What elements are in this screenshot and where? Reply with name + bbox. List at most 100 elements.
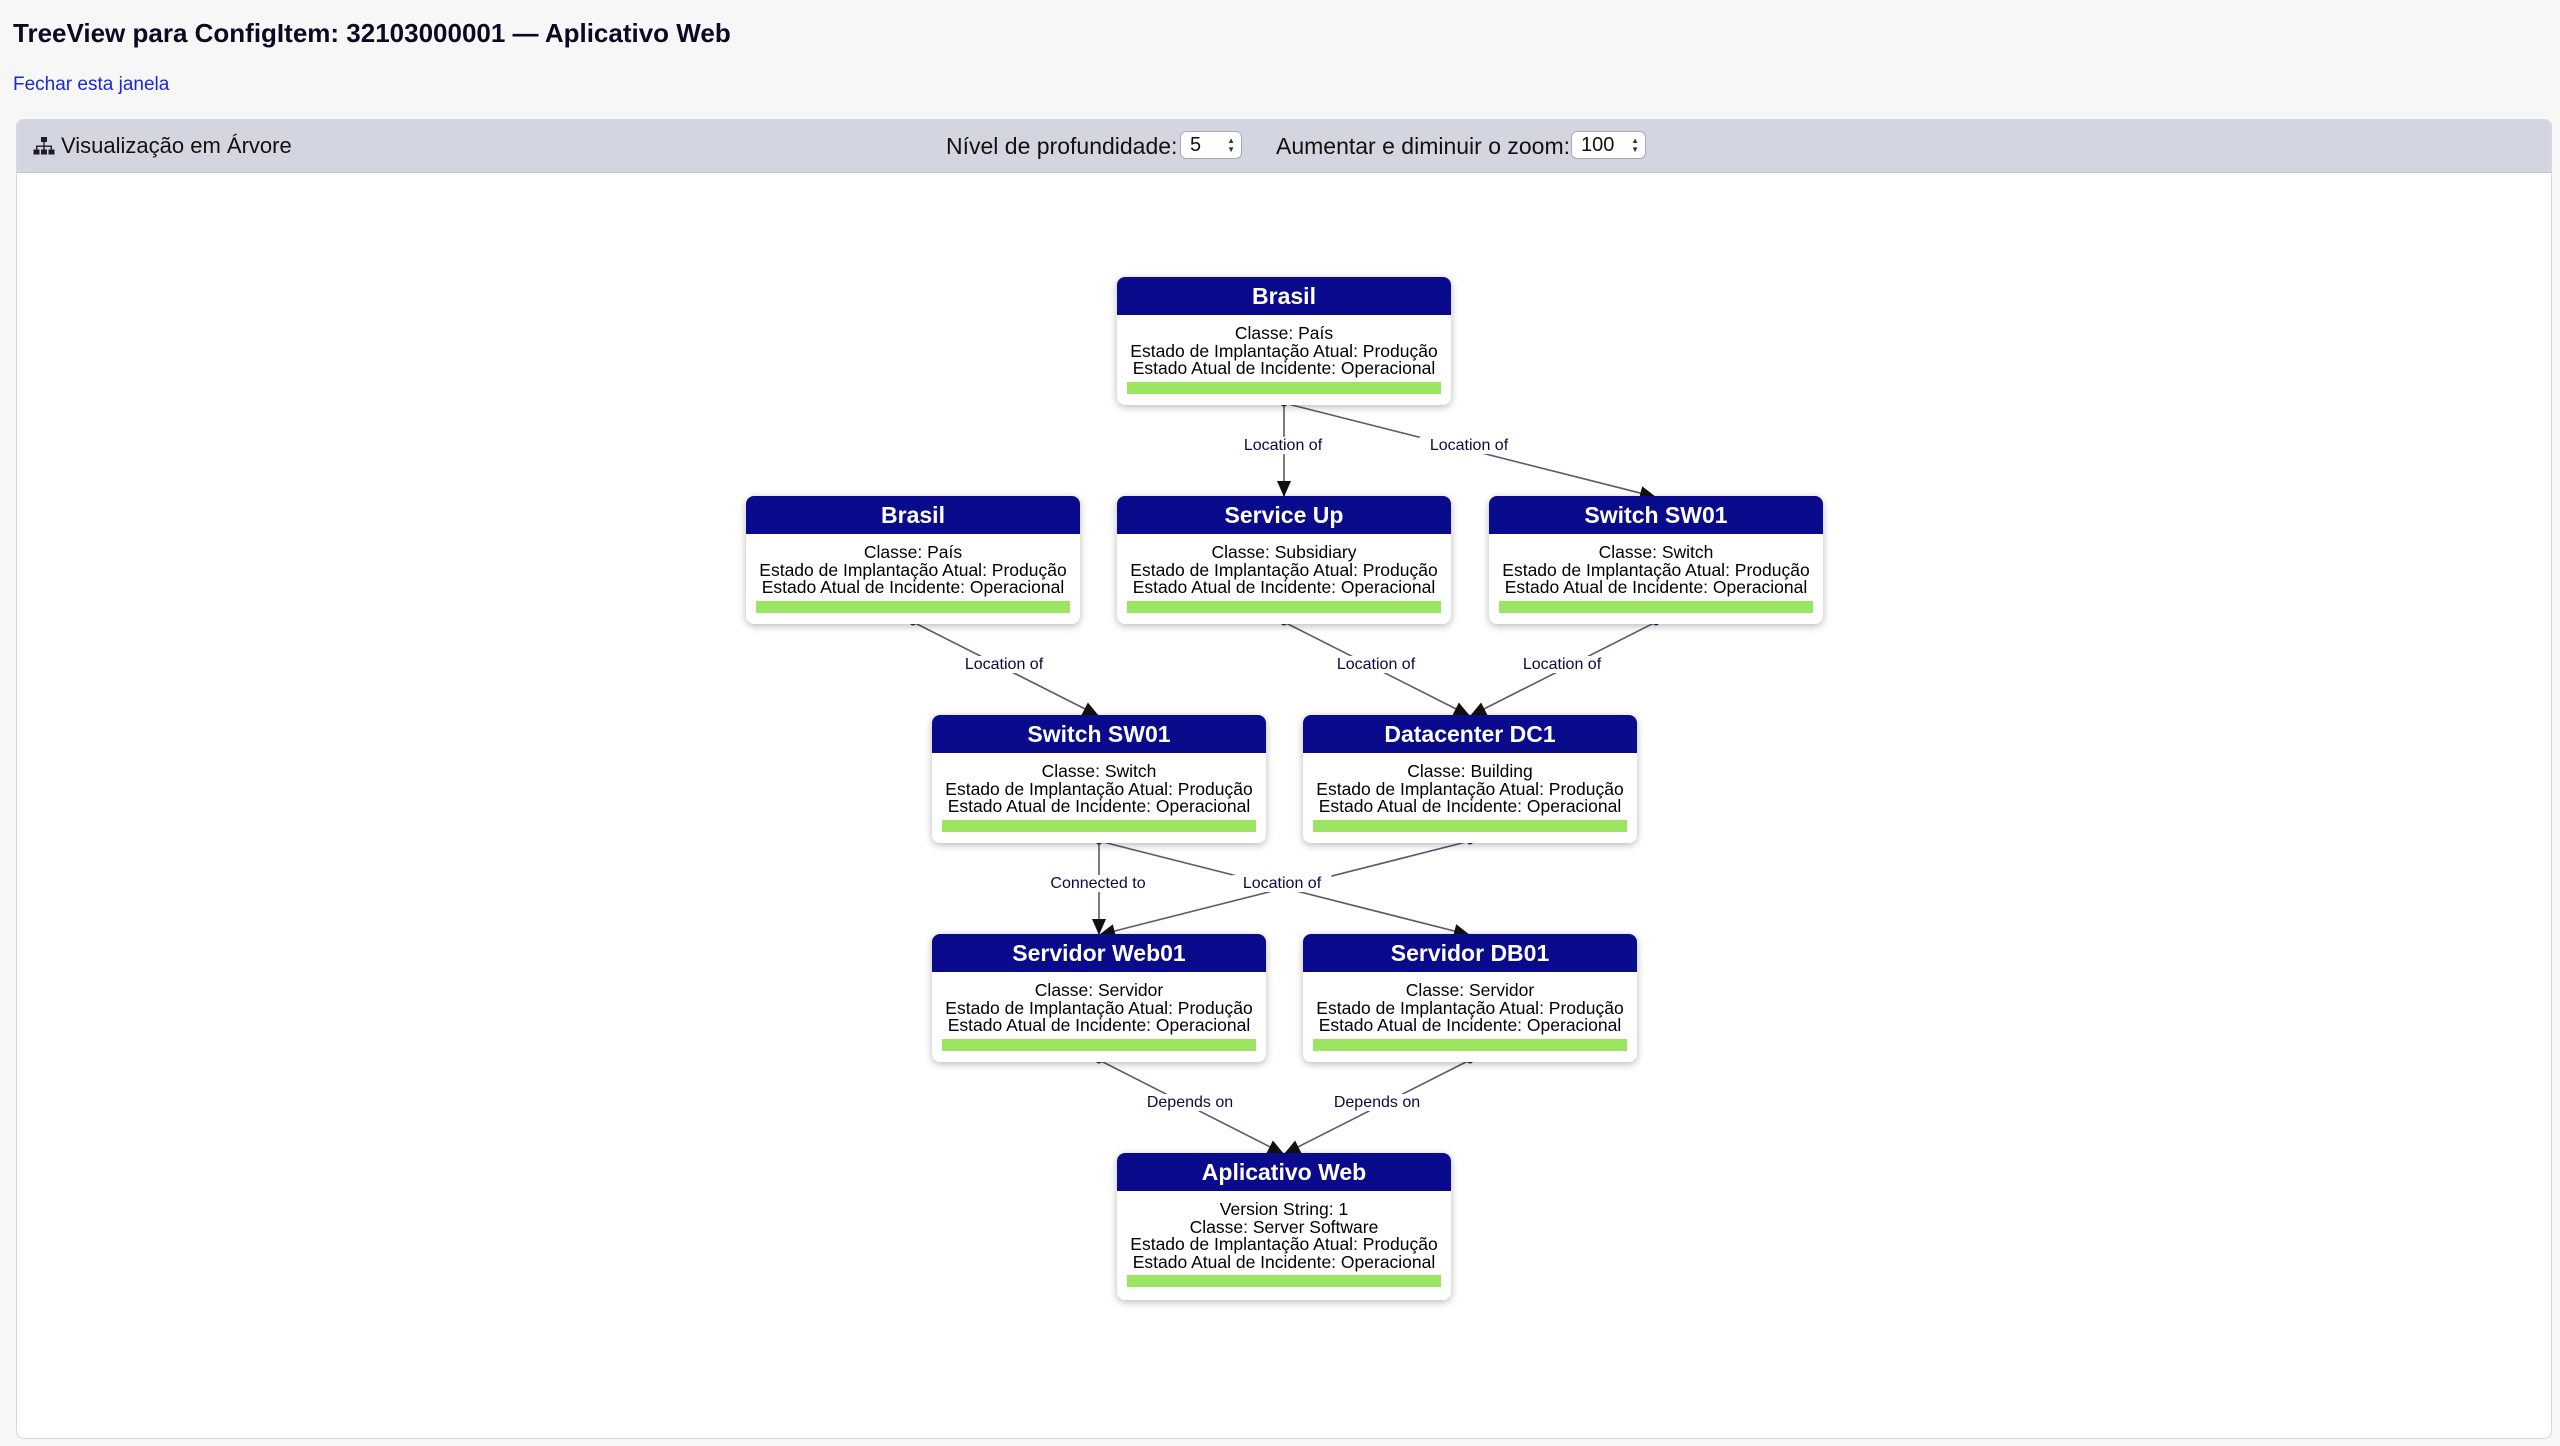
depth-label: Nível de profundidade: xyxy=(946,133,1178,159)
zoom-spinner[interactable]: 100 ▲▼ xyxy=(1571,131,1646,159)
ci-node-attribute: Estado Atual de Incidente: Operacional xyxy=(1504,577,1808,597)
edge-label-background xyxy=(1512,656,1612,673)
ci-node-attribute: Estado de Implantação Atual: Produção xyxy=(1316,997,1624,1018)
ci-node-title[interactable]: Service Up xyxy=(1117,496,1451,534)
incident-status-bar xyxy=(1313,1038,1627,1051)
ci-node-attribute: Classe: Switch xyxy=(1598,542,1714,562)
edge-arrowhead-icon xyxy=(1266,1140,1284,1154)
ci-node-attribute: Estado Atual de Incidente: Operacional xyxy=(1132,577,1436,597)
ci-node-attribute: Classe: Building xyxy=(1407,761,1533,781)
ci-node-attribute: Classe: Subsidiary xyxy=(1211,542,1357,562)
page-title: TreeView para ConfigItem: 32103000001 — … xyxy=(13,18,731,48)
ci-node-title[interactable]: Brasil xyxy=(1117,277,1451,315)
ci-node-attribute: Classe: Servidor xyxy=(1034,980,1164,1000)
edge-label-background xyxy=(1145,1094,1235,1111)
ci-node-attribute: Estado Atual de Incidente: Operacional xyxy=(1318,1015,1622,1035)
sitemap-icon xyxy=(33,137,55,155)
ci-node-attribute: Estado de Implantação Atual: Produção xyxy=(1316,778,1624,799)
zoom-label: Aumentar e diminuir o zoom: xyxy=(1276,133,1571,159)
ci-node-attribute: Estado Atual de Incidente: Operacional xyxy=(1132,358,1436,378)
edge-label: Connected to xyxy=(1050,875,1145,892)
ci-node-attribute: Estado Atual de Incidente: Operacional xyxy=(947,796,1251,816)
edge-label: Location of xyxy=(1337,656,1416,673)
ci-node-attribute: Estado de Implantação Atual: Produção xyxy=(945,778,1253,799)
incident-status-bar xyxy=(942,1038,1256,1051)
ci-node-title[interactable]: Servidor DB01 xyxy=(1303,934,1637,972)
spinner-arrows-icon[interactable]: ▲▼ xyxy=(1631,136,1639,154)
ci-node-title[interactable]: Datacenter DC1 xyxy=(1303,715,1637,753)
edge-label-background xyxy=(954,656,1054,673)
ci-node-attribute: Classe: País xyxy=(1234,323,1334,343)
edge-arrowhead-icon xyxy=(1277,481,1291,497)
ci-node-attribute: Estado Atual de Incidente: Operacional xyxy=(1318,796,1622,816)
edge-arrowhead-icon xyxy=(1081,702,1099,716)
ci-node-title[interactable]: Aplicativo Web xyxy=(1117,1153,1451,1191)
incident-status-bar xyxy=(1313,819,1627,832)
ci-node-attribute: Estado de Implantação Atual: Produção xyxy=(945,997,1253,1018)
ci-node-attribute: Classe: Switch xyxy=(1041,761,1157,781)
ci-node-attribute: Estado de Implantação Atual: Produção xyxy=(1130,340,1438,361)
ci-node-attribute: Estado de Implantação Atual: Produção xyxy=(759,559,1067,580)
edge-label: Depends on xyxy=(1147,1094,1233,1111)
edge-label-background xyxy=(1332,1094,1422,1111)
edge-label: Location of xyxy=(1430,437,1509,454)
edge-arrowhead-icon xyxy=(1092,919,1106,935)
ci-node-attribute: Classe: País xyxy=(863,542,963,562)
edge-label: Location of xyxy=(1244,437,1323,454)
ci-node-attribute: Estado Atual de Incidente: Operacional xyxy=(1132,1251,1436,1272)
ci-node-attribute: Estado Atual de Incidente: Operacional xyxy=(947,1015,1251,1035)
ci-node-attribute: Version String: 1 xyxy=(1219,1199,1349,1219)
ci-node-title[interactable]: Servidor Web01 xyxy=(932,934,1266,972)
edge-label: Location of xyxy=(965,656,1044,673)
ci-node-attribute: Estado de Implantação Atual: Produção xyxy=(1502,559,1810,580)
ci-node-title[interactable]: Switch SW01 xyxy=(1489,496,1823,534)
zoom-value: 100 xyxy=(1581,133,1615,156)
ci-node-attribute: Estado de Implantação Atual: Produção xyxy=(1130,559,1438,580)
ci-node-attribute: Estado Atual de Incidente: Operacional xyxy=(761,577,1065,597)
close-window-link[interactable]: Fechar esta janela xyxy=(13,74,170,95)
edge-arrowhead-icon xyxy=(1470,702,1488,716)
edge-label-background xyxy=(1232,875,1332,892)
edge-arrowhead-icon xyxy=(1452,702,1470,716)
depth-value: 5 xyxy=(1190,133,1202,156)
edge-label-background xyxy=(1233,437,1333,454)
incident-status-bar xyxy=(1127,1275,1441,1287)
spinner-arrows-icon[interactable]: ▲▼ xyxy=(1227,136,1235,154)
incident-status-bar xyxy=(1127,381,1441,394)
panel-title-text: Visualização em Árvore xyxy=(61,133,292,158)
incident-status-bar xyxy=(1127,600,1441,613)
ci-node-attribute: Classe: Servidor xyxy=(1405,980,1535,1000)
edge-label-background xyxy=(1326,656,1426,673)
edge-arrowhead-icon xyxy=(1284,1140,1302,1154)
edge-label-background xyxy=(1419,437,1519,454)
ci-node-title[interactable]: Switch SW01 xyxy=(932,715,1266,753)
ci-node-attribute: Classe: Server Software xyxy=(1189,1216,1379,1237)
incident-status-bar xyxy=(942,819,1256,832)
panel-header: Visualização em Árvore Nível de profundi… xyxy=(17,120,2551,173)
edge-label: Depends on xyxy=(1334,1094,1420,1111)
incident-status-bar xyxy=(1499,600,1813,613)
depth-spinner[interactable]: 5 ▲▼ xyxy=(1180,131,1242,159)
edge-label: Location of xyxy=(1243,875,1322,892)
ci-node-title[interactable]: Brasil xyxy=(746,496,1080,534)
incident-status-bar xyxy=(756,600,1070,613)
ci-node-attribute: Estado de Implantação Atual: Produção xyxy=(1130,1234,1438,1254)
